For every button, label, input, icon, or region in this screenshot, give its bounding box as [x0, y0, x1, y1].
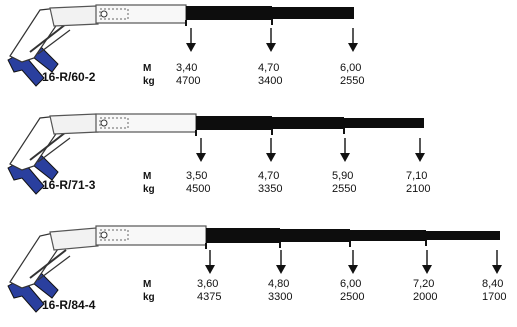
- extension-1: [186, 6, 272, 20]
- unit-kg-label: kg: [143, 292, 155, 303]
- reach-value: 4,70: [258, 62, 279, 74]
- arrow-icon: [196, 138, 206, 162]
- crane-16-r-60-2: M kg 3,40 4700 4,70 3400 6,00 2550 16-R/…: [7, 4, 364, 87]
- extension-1: [206, 228, 280, 243]
- extension-3: [350, 230, 426, 241]
- model-label: 16-R/60-2: [42, 70, 96, 84]
- unit-kg-label: kg: [143, 184, 155, 195]
- boom-arm: [95, 113, 424, 136]
- boom-arm: [95, 4, 354, 26]
- reach-value: 7,20: [413, 278, 434, 290]
- extension-3: [344, 118, 424, 128]
- load-value: 2550: [340, 75, 364, 87]
- extension-4: [426, 231, 500, 240]
- arrow-icon: [186, 28, 196, 52]
- unit-meters-label: M: [143, 279, 151, 290]
- arrow-icon: [340, 138, 350, 162]
- load-value: 2100: [406, 183, 430, 195]
- reach-value: 6,00: [340, 62, 361, 74]
- unit-meters-label: M: [143, 63, 151, 74]
- load-value: 4700: [176, 75, 200, 87]
- crane-base-icon: [7, 113, 99, 195]
- reach-value: 3,50: [186, 170, 207, 182]
- reach-value: 3,60: [197, 278, 218, 290]
- main-boom-icon: [49, 5, 99, 27]
- crane-16-r-71-3: M kg 3,50 4500 4,70 3350 5,90 2550 7,10 …: [7, 113, 430, 195]
- load-value: 2000: [413, 291, 437, 303]
- load-arrows: [186, 28, 358, 52]
- arrow-icon: [492, 250, 502, 274]
- reach-value: 4,80: [268, 278, 289, 290]
- load-value: 1700: [482, 291, 506, 303]
- arrow-icon: [415, 138, 425, 162]
- main-boom-icon: [49, 113, 99, 135]
- crane-base-icon: [7, 5, 99, 87]
- arrow-icon: [348, 28, 358, 52]
- crane-16-r-84-4: M kg 3,60 4375 4,80 3300 6,00 2500 7,20 …: [7, 225, 506, 313]
- load-value: 4500: [186, 183, 210, 195]
- reach-value: 3,40: [176, 62, 197, 74]
- load-arrows: [205, 250, 502, 274]
- reach-value: 8,40: [482, 278, 503, 290]
- main-boom-icon: [49, 227, 99, 251]
- boom-arm: [95, 225, 500, 249]
- model-label: 16-R/84-4: [42, 298, 96, 312]
- unit-kg-label: kg: [143, 76, 155, 87]
- arrow-icon: [205, 250, 215, 274]
- load-arrows: [196, 138, 425, 162]
- arrow-icon: [348, 250, 358, 274]
- crane-base-icon: [7, 227, 99, 313]
- reach-value: 5,90: [332, 170, 353, 182]
- extension-2: [272, 7, 354, 19]
- load-value: 3350: [258, 183, 282, 195]
- extension-2: [280, 229, 350, 242]
- reach-value: 4,70: [258, 170, 279, 182]
- arrow-icon: [422, 250, 432, 274]
- arrow-icon: [266, 28, 276, 52]
- load-value: 3400: [258, 75, 282, 87]
- reach-value: 7,10: [406, 170, 427, 182]
- unit-meters-label: M: [143, 171, 151, 182]
- arrow-icon: [276, 250, 286, 274]
- load-value: 4375: [197, 291, 221, 303]
- extension-1: [196, 116, 272, 130]
- extension-2: [272, 117, 344, 129]
- load-value: 2500: [340, 291, 364, 303]
- model-label: 16-R/71-3: [42, 178, 96, 192]
- reach-value: 6,00: [340, 278, 361, 290]
- arrow-icon: [266, 138, 276, 162]
- load-value: 3300: [268, 291, 292, 303]
- load-value: 2550: [332, 183, 356, 195]
